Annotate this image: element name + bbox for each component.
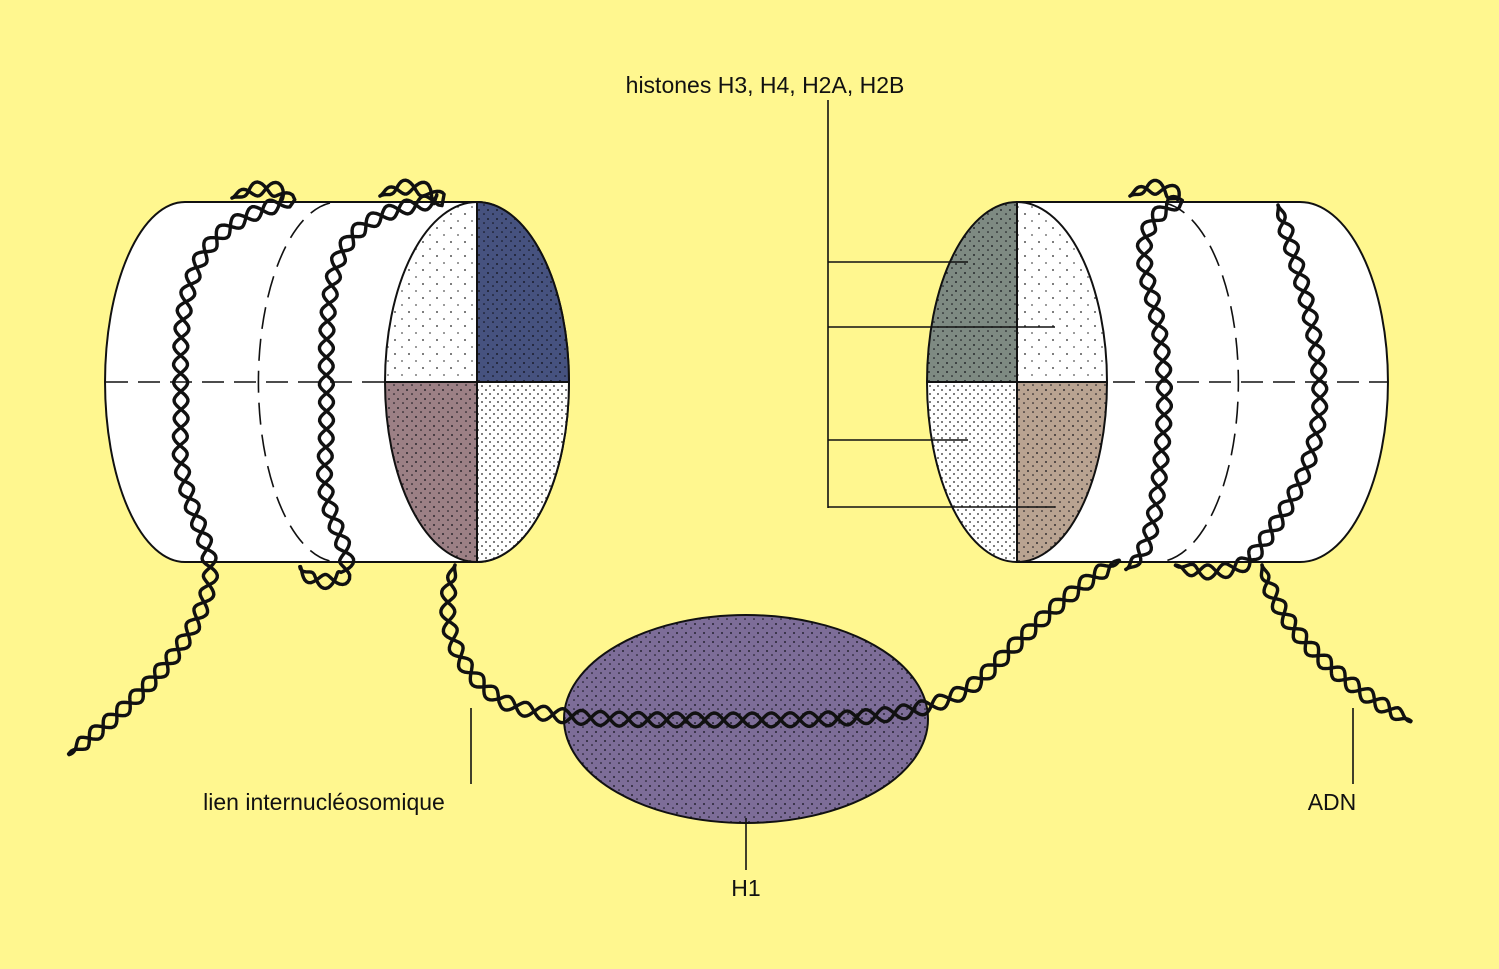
dna-strand-right-a (1124, 178, 1185, 572)
leader-lines (470, 100, 1354, 870)
histones-label: histones H3, H4, H2A, H2B (626, 72, 905, 98)
right-histone-face (927, 202, 1107, 562)
dna-strand-right-b (1173, 203, 1329, 580)
h1-label: H1 (731, 875, 760, 901)
dna-label: ADN (1308, 789, 1357, 815)
dna-strand-left-a (67, 180, 286, 757)
dna-strand-left-b (298, 180, 439, 587)
left-inner-dashed-rim (257, 202, 331, 562)
linker-label: lien internucléosomique (203, 789, 445, 815)
dna-strand-right-b (1173, 203, 1329, 581)
dna-strand-right-tail (1259, 563, 1413, 724)
dna-strand-right-a (1124, 183, 1181, 571)
dna-strand-linker (439, 558, 1121, 729)
left-nucleosome (104, 201, 570, 563)
dna-double-helix (66, 178, 1413, 757)
right-inner-dashed-rim (1164, 202, 1240, 562)
dna-strand-right-tail (1260, 563, 1413, 723)
dna-strand-left-a (66, 180, 297, 756)
h1-histone (563, 614, 929, 824)
dna-strand-linker (440, 559, 1122, 729)
